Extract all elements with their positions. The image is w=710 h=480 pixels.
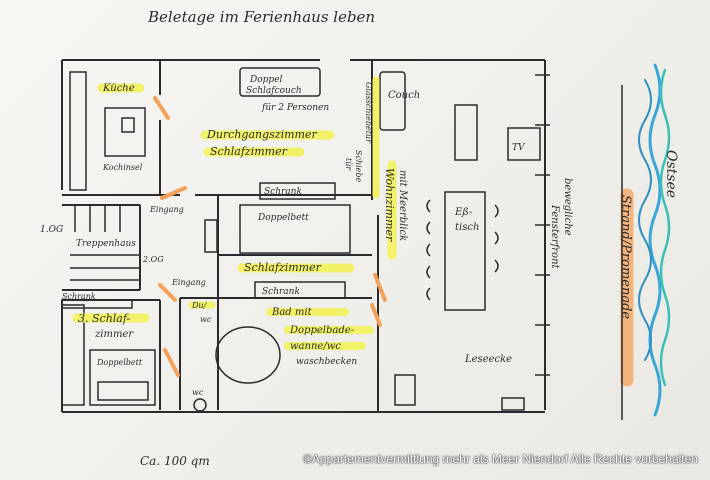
- label-couch-bed-2: Schlafcouch: [246, 86, 302, 96]
- label-window-2: Fensterfront: [549, 204, 560, 270]
- plan-title: Beletage im Ferienhaus leben: [147, 8, 375, 26]
- label-bedroom3-1: 3. Schlaf-: [78, 312, 131, 325]
- label-couch-bed-note: für 2 Personen: [261, 103, 329, 113]
- window-front: [535, 74, 623, 420]
- label-window-1: bewegliche: [562, 178, 573, 236]
- label-reading-corner: Leseecke: [464, 354, 512, 365]
- furniture: [61, 67, 541, 412]
- label-couch-bed-1: Doppel: [249, 75, 282, 85]
- rotated-labels: Glasschiebetür Schiebe tür Wohnzimmer mi…: [344, 82, 679, 319]
- label-kitchen: Küche: [102, 83, 135, 94]
- label-bath-2: Doppelbade-: [289, 325, 355, 336]
- room-labels: Küche Kochinsel Doppel Schlafcouch für 2…: [40, 75, 526, 468]
- label-sliding-door: Glasschiebetür: [364, 82, 373, 144]
- label-couch: Couch: [388, 90, 420, 101]
- label-door-note-1: Schiebe: [354, 150, 363, 183]
- label-wardrobe-3: Schrank: [62, 292, 96, 301]
- label-promenade: Strand/Promenade: [618, 195, 633, 319]
- copyright-caption: ©Appartementvermittlung mehr als Meer Ni…: [302, 452, 698, 466]
- label-wc-small: wc: [192, 388, 204, 397]
- label-floor-1og: 1.OG: [40, 225, 63, 235]
- label-living-1: Wohnzimmer: [383, 168, 396, 242]
- label-kitchen-island: Kochinsel: [102, 163, 143, 172]
- label-entrance-2: Eingang: [171, 278, 206, 287]
- label-wc-2: wc: [200, 315, 212, 324]
- stair-treads: [70, 205, 140, 281]
- label-area: Ca. 100 qm: [140, 454, 210, 468]
- label-double-bed-1: Doppelbett: [257, 213, 309, 223]
- label-tv: TV: [512, 143, 526, 153]
- label-door-note-2: tür: [344, 158, 353, 171]
- dining-chairs: [426, 199, 499, 301]
- label-walkthrough-2: Schlafzimmer: [210, 145, 288, 158]
- label-sea: Ostsee: [663, 150, 679, 198]
- sea-waves: [638, 63, 671, 417]
- label-stairs: Treppenhaus: [76, 239, 136, 249]
- label-bath-1: Bad mit: [271, 307, 313, 318]
- highlights: [72, 76, 634, 387]
- label-bedroom: Schlafzimmer: [244, 261, 322, 274]
- label-walkthrough-1: Durchgangszimmer: [206, 128, 317, 141]
- label-bath-3: wanne/wc: [290, 341, 341, 352]
- label-dining-1: Eß-: [454, 207, 473, 218]
- label-living-2: mit Meerblick: [397, 170, 408, 241]
- label-wardrobe-1: Schrank: [264, 187, 302, 197]
- label-bedroom3-2: zimmer: [94, 329, 134, 340]
- label-dining-2: tisch: [455, 222, 479, 233]
- label-wc-1: Du/: [191, 301, 208, 310]
- label-double-bed-2: Doppelbett: [96, 358, 143, 367]
- label-wardrobe-2: Schrank: [262, 287, 300, 297]
- label-entrance: Eingang: [149, 205, 184, 214]
- label-bath-4: waschbecken: [296, 357, 357, 367]
- label-floor-2og: 2.OG: [142, 255, 164, 264]
